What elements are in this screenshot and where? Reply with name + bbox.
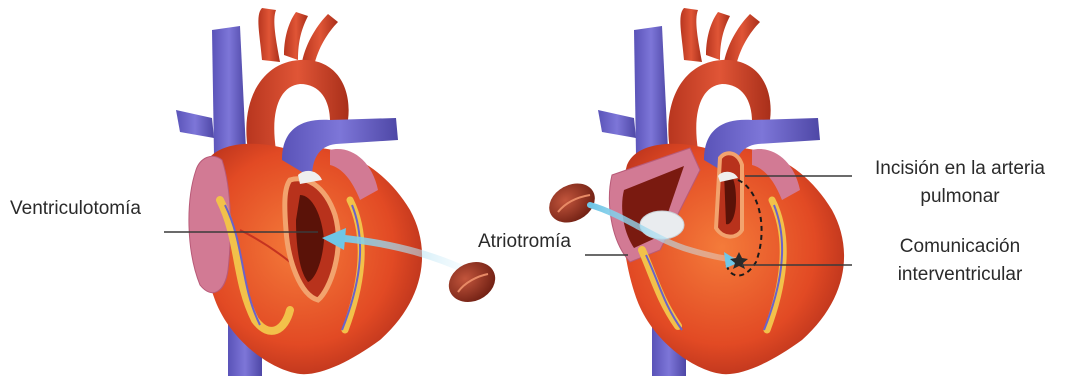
right-heart — [598, 8, 844, 376]
label-incision-line-2: pulmonar — [852, 186, 1068, 208]
label-incision-arteria: Incisión en la arteria pulmonar — [852, 158, 1068, 208]
label-incision-line-1: Incisión en la arteria — [852, 158, 1068, 180]
label-comunicacion-line-1: Comunicación — [860, 236, 1060, 258]
left-heart — [176, 8, 422, 376]
label-atriotromia: Atriotromía — [478, 231, 571, 253]
label-comunicacion: Comunicación interventricular — [860, 236, 1060, 286]
label-ventriculotomia: Ventriculotomía — [10, 198, 141, 220]
label-comunicacion-line-2: interventricular — [860, 264, 1060, 286]
